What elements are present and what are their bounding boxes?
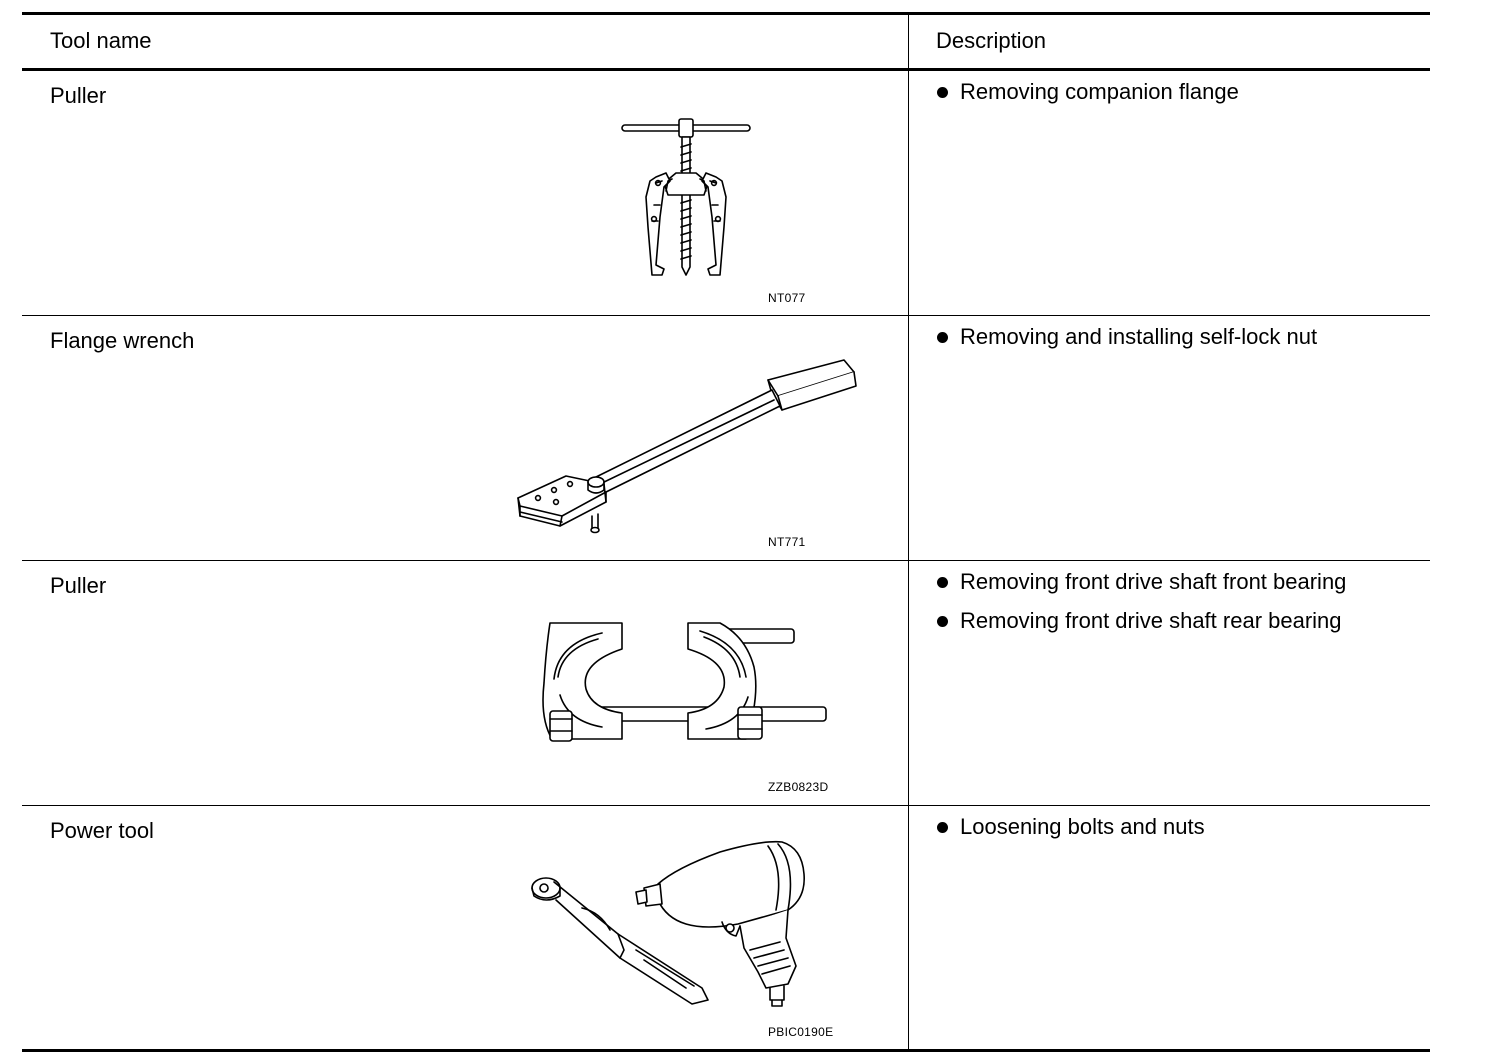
description-list: Loosening bolts and nuts: [936, 814, 1205, 853]
column-divider: [908, 316, 909, 560]
description-item: Loosening bolts and nuts: [936, 814, 1205, 840]
figure-code: NT077: [768, 291, 806, 305]
table-header-row: Tool name Description: [22, 15, 1430, 71]
figure-code: ZZB0823D: [768, 780, 829, 794]
figure-code: PBIC0190E: [768, 1025, 834, 1039]
bullet-icon: [937, 616, 948, 627]
bullet-icon: [937, 87, 948, 98]
column-divider: [908, 806, 909, 1049]
description-list: Removing companion flange: [936, 79, 1239, 118]
bullet-icon: [937, 822, 948, 833]
figure-code: NT771: [768, 535, 806, 549]
description-item: Removing and installing self-lock nut: [936, 324, 1317, 350]
description-item: Removing front drive shaft front bearing: [936, 569, 1346, 595]
table-row: Flange wrench NT771: [22, 316, 1430, 561]
tool-name-cell: Power tool: [50, 818, 154, 843]
description-item: Removing front drive shaft rear bearing: [936, 608, 1346, 634]
air-impact-wrench-and-ratchet-icon: [531, 840, 805, 1007]
column-divider: [908, 561, 909, 805]
table-row: Puller ZZB0823D Removing front drive sha…: [22, 561, 1430, 806]
table-row: Puller NT077 Removing c: [22, 71, 1430, 316]
flange-wrench-icon: [517, 359, 857, 534]
special-tools-table: Tool name Description Puller: [22, 12, 1430, 1052]
description-item: Removing companion flange: [936, 79, 1239, 105]
description-list: Removing and installing self-lock nut: [936, 324, 1317, 363]
three-jaw-puller-icon: [621, 118, 751, 276]
tool-name-cell: Flange wrench: [50, 328, 195, 353]
tool-name-cell: Puller: [50, 83, 107, 108]
table-row: Power tool PBIC019: [22, 806, 1430, 1049]
bullet-icon: [937, 332, 948, 343]
header-description: Description: [936, 28, 1047, 53]
bullet-icon: [937, 577, 948, 588]
header-tool-name: Tool name: [50, 28, 152, 53]
description-list: Removing front drive shaft front bearing…: [936, 569, 1346, 647]
bearing-separator-puller-icon: [542, 622, 827, 742]
tool-name-cell: Puller: [50, 573, 107, 598]
column-divider: [908, 71, 909, 315]
column-divider: [908, 15, 909, 68]
